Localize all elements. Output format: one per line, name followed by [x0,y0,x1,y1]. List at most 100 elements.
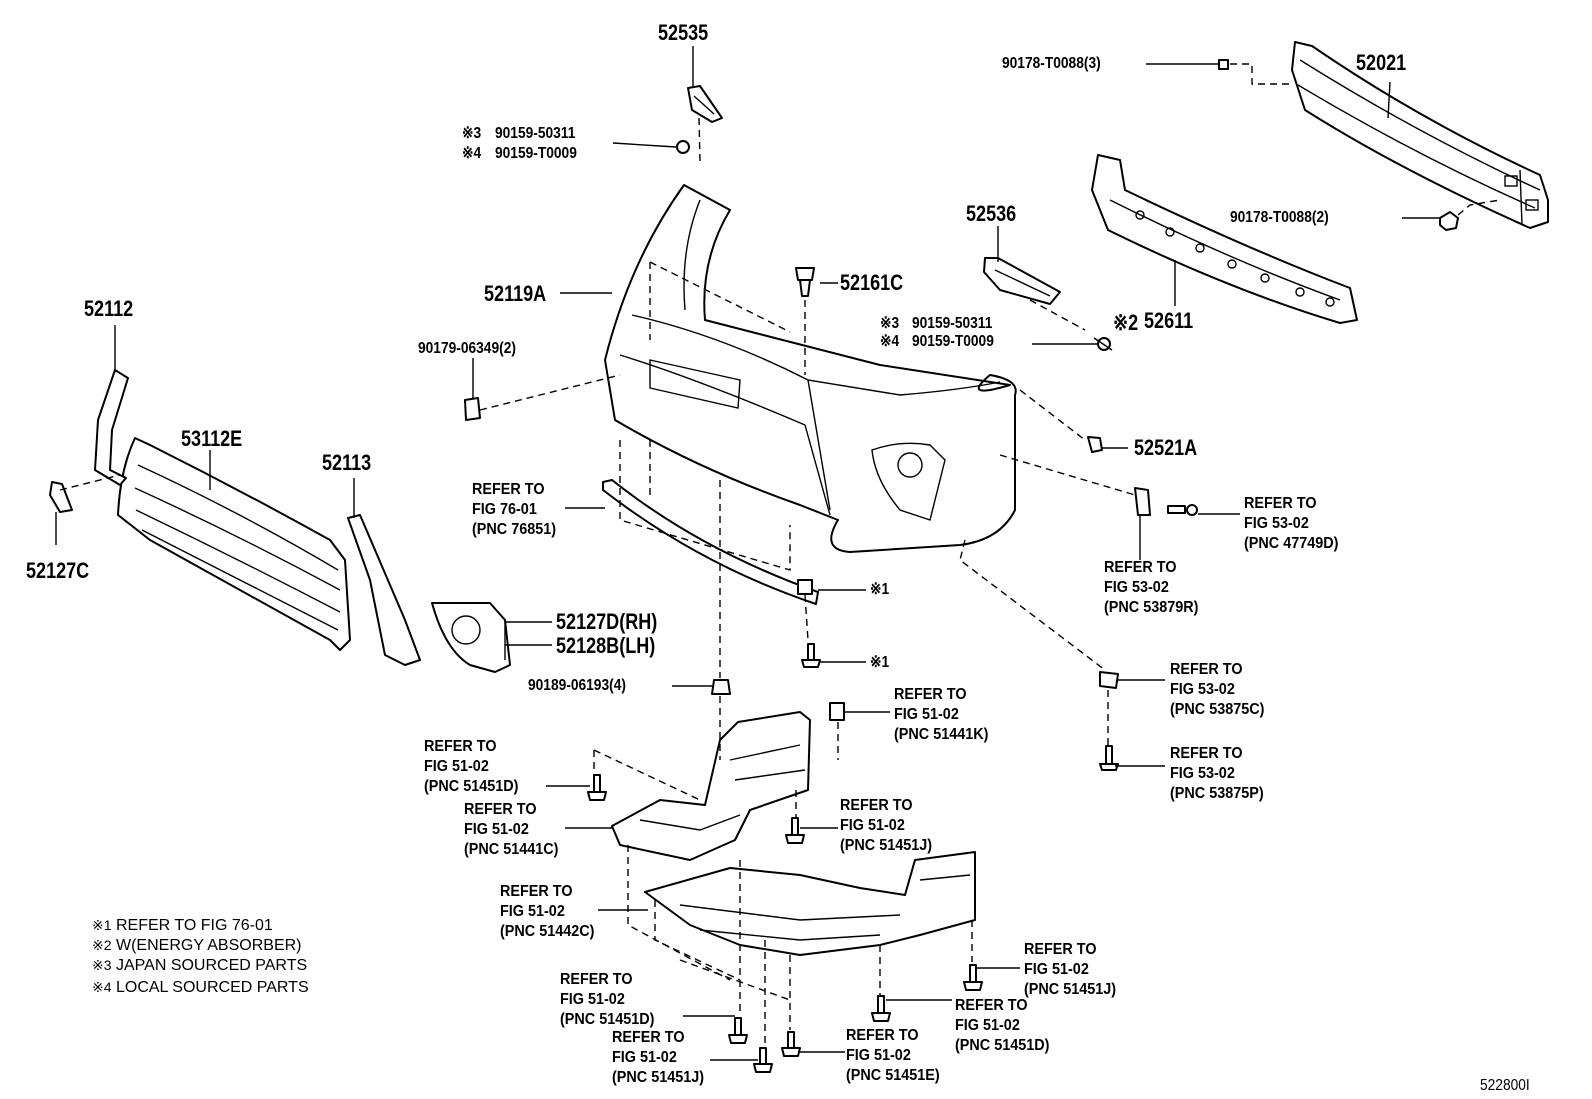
part-number-52128B[interactable]: 52128B(LH) [556,633,656,658]
prefix-mark-3b: ※3 [880,315,900,332]
part-number-90179[interactable]: 90179-06349(2) [418,340,516,357]
refer-pnc-53879R[interactable]: REFER TO FIG 53-02 (PNC 53879R) [1104,558,1198,618]
refer-line: (PNC 51451E) [846,1067,940,1084]
refer-line: (PNC 51451D) [955,1037,1050,1054]
legend-text: LOCAL SOURCED PARTS [115,979,309,996]
bolt-53875P [1099,745,1119,771]
diagram-id: 522800I [1480,1077,1530,1094]
part-number-52021[interactable]: 52021 [1356,50,1407,75]
clip-90178-right [1439,211,1459,231]
part-number-90159-T0009-a[interactable]: 90159-T0009 [495,145,577,162]
refer-line: FIG 51-02 [560,991,625,1008]
refer-line: (PNC 51451D) [560,1011,655,1028]
refer-line: FIG 53-02 [1170,681,1235,698]
refer-line: REFER TO [500,883,573,900]
part-number-90159-T0009-b[interactable]: 90159-T0009 [912,333,994,350]
refer-pnc-51441C[interactable]: REFER TO FIG 51-02 (PNC 51441C) [464,800,558,860]
prefix-mark-4a: ※4 [462,145,482,162]
part-number-52127C[interactable]: 52127C [26,558,90,583]
bolt-51451J-right [963,964,983,991]
legend-note-2: ※2 W(ENERGY ABSORBER) [92,938,302,954]
part-number-52112[interactable]: 52112 [84,296,134,321]
part-number-90159-50311-a[interactable]: 90159-50311 [495,125,576,142]
refer-pnc-53875C[interactable]: REFER TO FIG 53-02 (PNC 53875C) [1170,660,1264,720]
part-number-53112E[interactable]: 53112E [181,426,243,451]
retainer-52536 [983,257,1113,351]
prefix-mark-4b: ※4 [880,333,900,350]
part-number-52113[interactable]: 52113 [322,450,372,475]
refer-line: REFER TO [472,481,545,498]
screw-47749D [1167,504,1198,516]
legend-mark: ※4 [92,979,112,995]
undercover-51441C [611,711,811,861]
part-number-52535[interactable]: 52535 [658,20,709,45]
refer-pnc-51451J-bottom[interactable]: REFER TO FIG 51-02 (PNC 51451J) [612,1028,704,1088]
refer-line: REFER TO [1244,495,1317,512]
refer-line: REFER TO [1170,745,1243,762]
refer-line: REFER TO [894,686,967,703]
bolt-star1-b [801,643,821,668]
star-note-1a: ※1 [870,581,890,598]
moulding-52113 [347,514,421,666]
refer-line: (PNC 51441C) [464,841,559,858]
refer-line: FIG 51-02 [894,706,959,723]
refer-line: FIG 51-02 [955,1017,1020,1034]
bracket-53879R [1134,487,1151,516]
bumper-cover-52119A [604,184,1017,553]
refer-pnc-47749D[interactable]: REFER TO FIG 53-02 (PNC 47749D) [1244,494,1338,554]
part-number-52127D[interactable]: 52127D(RH) [556,609,658,634]
cover-52127C [49,481,73,513]
legend-note-3: ※3 JAPAN SOURCED PARTS [92,958,307,974]
part-number-90189[interactable]: 90189-06193(4) [528,677,626,694]
clip-52161C [795,267,815,297]
refer-fig-76-01[interactable]: REFER TO FIG 76-01 (PNC 76851) [472,480,556,540]
energy-absorber-52611 [1091,154,1358,324]
refer-line: REFER TO [560,971,633,988]
refer-pnc-51451D-right[interactable]: REFER TO FIG 51-02 (PNC 51451D) [955,996,1049,1056]
refer-line: (PNC 53875P) [1170,785,1264,802]
part-number-90178-2[interactable]: 90178-T0088(2) [1230,209,1329,226]
part-number-90159-50311-b[interactable]: 90159-50311 [912,315,993,332]
refer-line: FIG 53-02 [1170,765,1235,782]
legend-note-4: ※4 LOCAL SOURCED PARTS [92,980,309,996]
refer-pnc-51451J-right[interactable]: REFER TO FIG 51-02 (PNC 51451J) [1024,940,1116,1000]
refer-line: FIG 53-02 [1104,579,1169,596]
refer-pnc-51451E[interactable]: REFER TO FIG 51-02 (PNC 51451E) [846,1026,940,1086]
refer-pnc-53875P[interactable]: REFER TO FIG 53-02 (PNC 53875P) [1170,744,1264,804]
legend-text: W(ENERGY ABSORBER) [115,937,302,954]
part-number-52536[interactable]: 52536 [966,201,1017,226]
refer-line: FIG 51-02 [846,1047,911,1064]
legend-text: REFER TO FIG 76-01 [115,917,273,934]
refer-line: (PNC 53875C) [1170,701,1265,718]
refer-pnc-51451D-bottom[interactable]: REFER TO FIG 51-02 (PNC 51451D) [560,970,654,1030]
refer-pnc-51451J-mid[interactable]: REFER TO FIG 51-02 (PNC 51451J) [840,796,932,856]
refer-line: (PNC 53879R) [1104,599,1199,616]
clip-90179 [464,397,481,421]
bolt-51451D-right [871,995,891,1022]
refer-pnc-51441K[interactable]: REFER TO FIG 51-02 (PNC 51441K) [894,685,988,745]
refer-line: REFER TO [424,738,497,755]
refer-pnc-51451D-top[interactable]: REFER TO FIG 51-02 (PNC 51451D) [424,737,518,797]
part-number-52161C[interactable]: 52161C [840,270,904,295]
part-number-52521A[interactable]: 52521A [1134,435,1198,460]
prefix-mark-2: ※2 [1113,310,1139,335]
refer-line: REFER TO [1024,941,1097,958]
part-number-52611[interactable]: 52611 [1144,308,1194,333]
legend-mark: ※1 [92,917,112,933]
refer-line: FIG 51-02 [1024,961,1089,978]
part-number-52119A[interactable]: 52119A [484,281,547,306]
part-number-90178-3[interactable]: 90178-T0088(3) [1002,55,1101,72]
refer-line: REFER TO [1170,661,1243,678]
bolt-51451E [781,1031,801,1057]
clip-51441K [829,702,845,721]
refer-line: REFER TO [1104,559,1177,576]
refer-line: REFER TO [846,1027,919,1044]
refer-line: FIG 51-02 [840,817,905,834]
legend-note-1: ※1 REFER TO FIG 76-01 [92,918,273,934]
clip-90178-top [1218,59,1229,70]
moulding-strip-76851 [602,479,819,605]
grille-53112E [117,437,351,651]
refer-pnc-51442C[interactable]: REFER TO FIG 51-02 (PNC 51442C) [500,882,594,942]
refer-line: (PNC 51451D) [424,778,519,795]
